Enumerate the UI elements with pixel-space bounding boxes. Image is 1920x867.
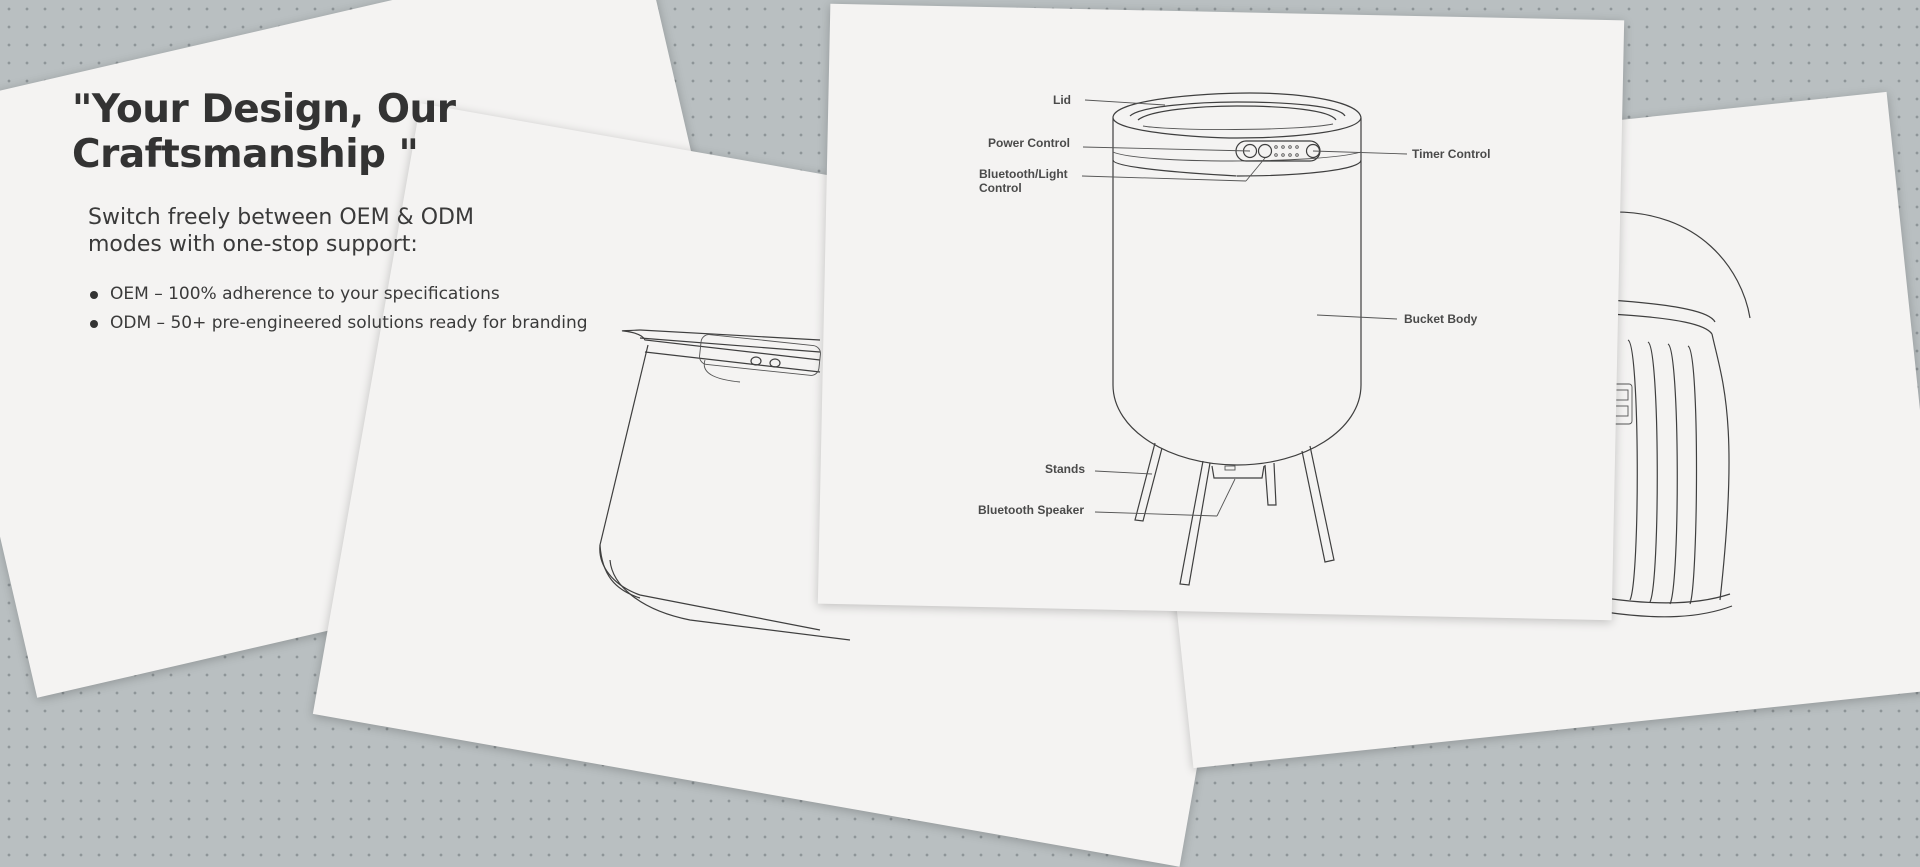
label-stands: Stands xyxy=(1045,462,1085,476)
left-bucket-sketch xyxy=(599,329,851,641)
label-timer-control: Timer Control xyxy=(1412,147,1490,161)
label-power-control: Power Control xyxy=(988,136,1070,150)
mode-list: OEM – 100% adherence to your specificati… xyxy=(88,280,752,338)
label-bucket-body: Bucket Body xyxy=(1404,312,1478,326)
intro-text-block: "Your Design, Our Craftsmanship " Switch… xyxy=(72,87,752,338)
intro-paragraph: Switch freely between OEM & ODM modes wi… xyxy=(88,204,474,257)
side-product-sketches xyxy=(599,211,1751,641)
stands-sketch xyxy=(1134,442,1335,586)
right-bucket-sketch xyxy=(1604,211,1751,618)
leader-lines xyxy=(1081,99,1408,517)
product-diagram: Lid Power Control Bluetooth/Light Contro… xyxy=(978,92,1490,586)
label-bluetooth-speaker: Bluetooth Speaker xyxy=(978,503,1084,517)
lid-sketch xyxy=(1112,92,1362,177)
list-item-odm: ODM – 50+ pre-engineered solutions ready… xyxy=(88,309,752,338)
label-lid: Lid xyxy=(1053,93,1071,107)
label-bluetooth-light-control-line2: Control xyxy=(979,181,1022,195)
list-item-oem: OEM – 100% adherence to your specificati… xyxy=(88,280,752,309)
label-bluetooth-light-control-line1: Bluetooth/Light xyxy=(979,167,1068,181)
bucket-body-sketch xyxy=(1112,160,1362,466)
page-headline: "Your Design, Our Craftsmanship " xyxy=(72,87,456,177)
diagram-labels: Lid Power Control Bluetooth/Light Contro… xyxy=(978,93,1490,517)
